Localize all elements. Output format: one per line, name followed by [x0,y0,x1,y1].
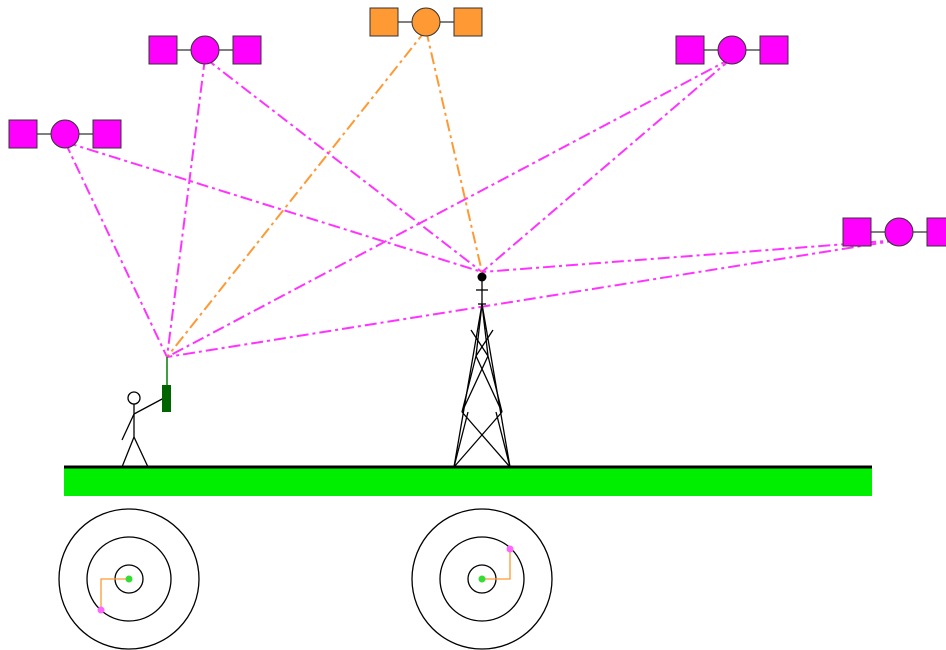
ground [64,465,872,496]
tower-strut [487,355,503,413]
satellite-icon [8,119,122,149]
satellite-icon [369,7,483,37]
tower-strut [475,303,483,357]
signal-link-base-sat-right [481,57,733,273]
person-limb [133,436,149,468]
target-marker [97,606,105,614]
satellite-icon [675,35,789,65]
target-marker [506,545,514,553]
solar-panel-left [148,35,178,65]
tower-strut [453,411,469,468]
signal-link-rover-sat-far-left [64,141,168,358]
solar-panel-right [92,119,122,149]
person-head [127,391,141,405]
tower-strut [461,411,511,468]
ground-strip [64,467,872,496]
satellite-body [884,217,914,247]
signal-link-rover-sat-left [166,57,206,358]
signal-link-rover-sat-top-center [166,29,427,358]
tower-strut [461,355,489,413]
target-ring [58,508,200,650]
person-limb [133,397,165,415]
target-center [125,575,133,583]
radio-tower-icon [477,272,487,282]
satellite-icon [842,217,946,247]
person-limb [121,436,135,468]
satellite-body [50,119,80,149]
signal-link-rover-sat-far-right [166,239,900,358]
signal-link-base-sat-far-left [64,141,483,273]
satellite-body [411,7,441,37]
solar-panel-right [759,35,789,65]
tower-strut [470,329,489,357]
target-ring [411,508,553,650]
satellites [8,7,946,247]
rover-operator [121,357,171,468]
satellite-body [717,35,747,65]
signal-link-base-sat-left [204,57,483,273]
solar-panel-left [675,35,705,65]
satellite-body [190,35,220,65]
solar-panel-left [369,7,399,37]
target-center [478,575,486,583]
signal-link-base-sat-top-center [425,29,483,273]
base-station-tower [453,272,511,468]
gnss-receiver-icon [162,385,171,412]
satellite-icon [148,35,262,65]
signal-link-rover-sat-right [166,57,733,358]
target-ring [86,536,172,622]
tower-strut [461,355,477,413]
target-icon [411,508,553,650]
solar-panel-right [232,35,262,65]
tower-strut [481,303,489,357]
target-offset-line [100,578,129,610]
signal-link-base-sat-far-right [481,239,900,273]
solar-panel-left [8,119,38,149]
target-icon [58,508,200,650]
solar-panel-right [453,7,483,37]
solar-panel-right [926,217,946,247]
target-ring [439,536,525,622]
tower-strut [475,329,494,357]
signal-links [64,29,900,358]
position-targets [58,508,553,650]
solar-panel-left [842,217,872,247]
tower-strut [453,411,503,468]
tower-strut [495,411,511,468]
tower-strut [475,355,503,413]
target-offset-line [482,549,511,580]
person-limb [121,413,135,441]
